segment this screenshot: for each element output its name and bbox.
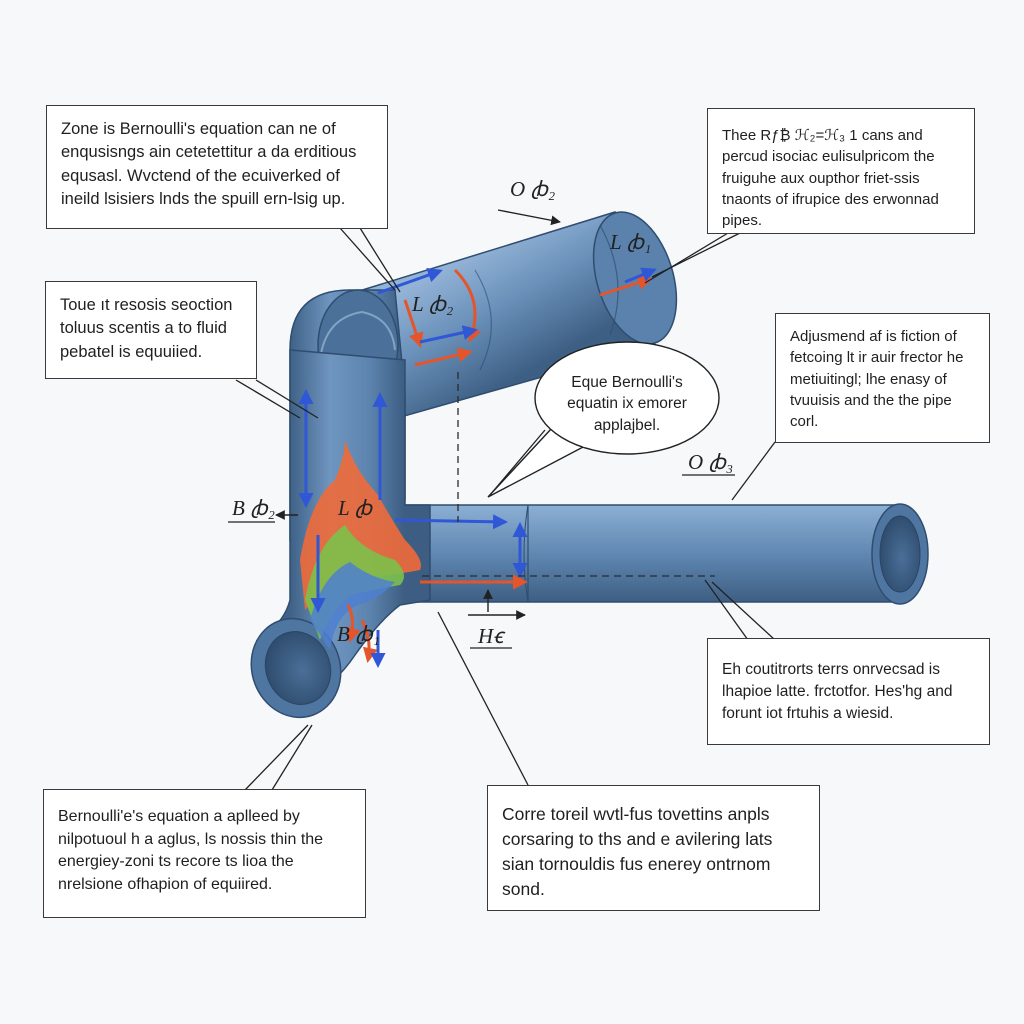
callout-bottom-center-text: Corre toreil wvtl-fus tovettins anpls co… (502, 804, 773, 899)
symbol-top-inlet: O ꞗ₂ (510, 177, 556, 201)
flow-arrows (298, 267, 657, 668)
symbol-horizontal: O ꞗ₃ (688, 450, 734, 474)
symbol-underlines (228, 474, 735, 649)
symbol-center: L ꞗ (338, 496, 373, 520)
speech-bubble-shape (487, 341, 720, 498)
callout-lower-right-text: Eh coutitrorts terrs onrvecsad is lhapio… (722, 661, 953, 722)
leader-lines (235, 227, 776, 791)
callout-mid-left-text: Toue ıt resosis seoction toluus scentis … (60, 296, 233, 361)
symbol-top-pipe: L ꞗ₁ (610, 230, 652, 254)
callout-top-left: Zone is Bernoulli's equation can ne of e… (46, 105, 388, 229)
symbol-arrows (275, 209, 561, 620)
speech-bubble-text: Eque Bernoulli's equatin ix emorer appla… (567, 374, 687, 434)
horizontal-pipe (389, 503, 929, 605)
callout-lower-right: Eh coutitrorts terrs onrvecsad is lhapio… (707, 638, 990, 745)
speech-bubble: Eque Bernoulli's equatin ix emorer appla… (537, 344, 717, 452)
callout-top-right-text: Thee Rƒ₿ ℋ₂=ℋ₃ 1 cans and percud isociac… (722, 127, 939, 230)
flow-gradient (300, 440, 421, 650)
symbol-elbow: L ꞗ₂ (412, 292, 454, 316)
callout-top-right: Thee Rƒ₿ ℋ₂=ℋ₃ 1 cans and percud isociac… (707, 108, 975, 234)
dashed-guides (422, 372, 715, 577)
symbol-left-side: B ꞗ₂ (232, 496, 275, 520)
callout-mid-right-text: Adjusmend af is fiction of fetcoing lt i… (790, 328, 964, 431)
callout-mid-right: Adjusmend af is fiction of fetcoing lt i… (775, 313, 990, 443)
callout-mid-left: Toue ıt resosis seoction toluus scentis … (45, 281, 257, 379)
callout-bottom-left: Bernoulli'e's equation a aplleed by nilp… (43, 789, 366, 918)
callout-bottom-center: Corre toreil wvtl-fus tovettins anpls co… (487, 785, 820, 911)
symbol-lower: Hꞓ (478, 624, 504, 648)
callout-bottom-left-text: Bernoulli'e's equation a aplleed by nilp… (58, 808, 324, 894)
symbol-bottom-inlet: B ꞗ₁ (337, 622, 380, 646)
callout-top-left-text: Zone is Bernoulli's equation can ne of e… (61, 120, 357, 209)
